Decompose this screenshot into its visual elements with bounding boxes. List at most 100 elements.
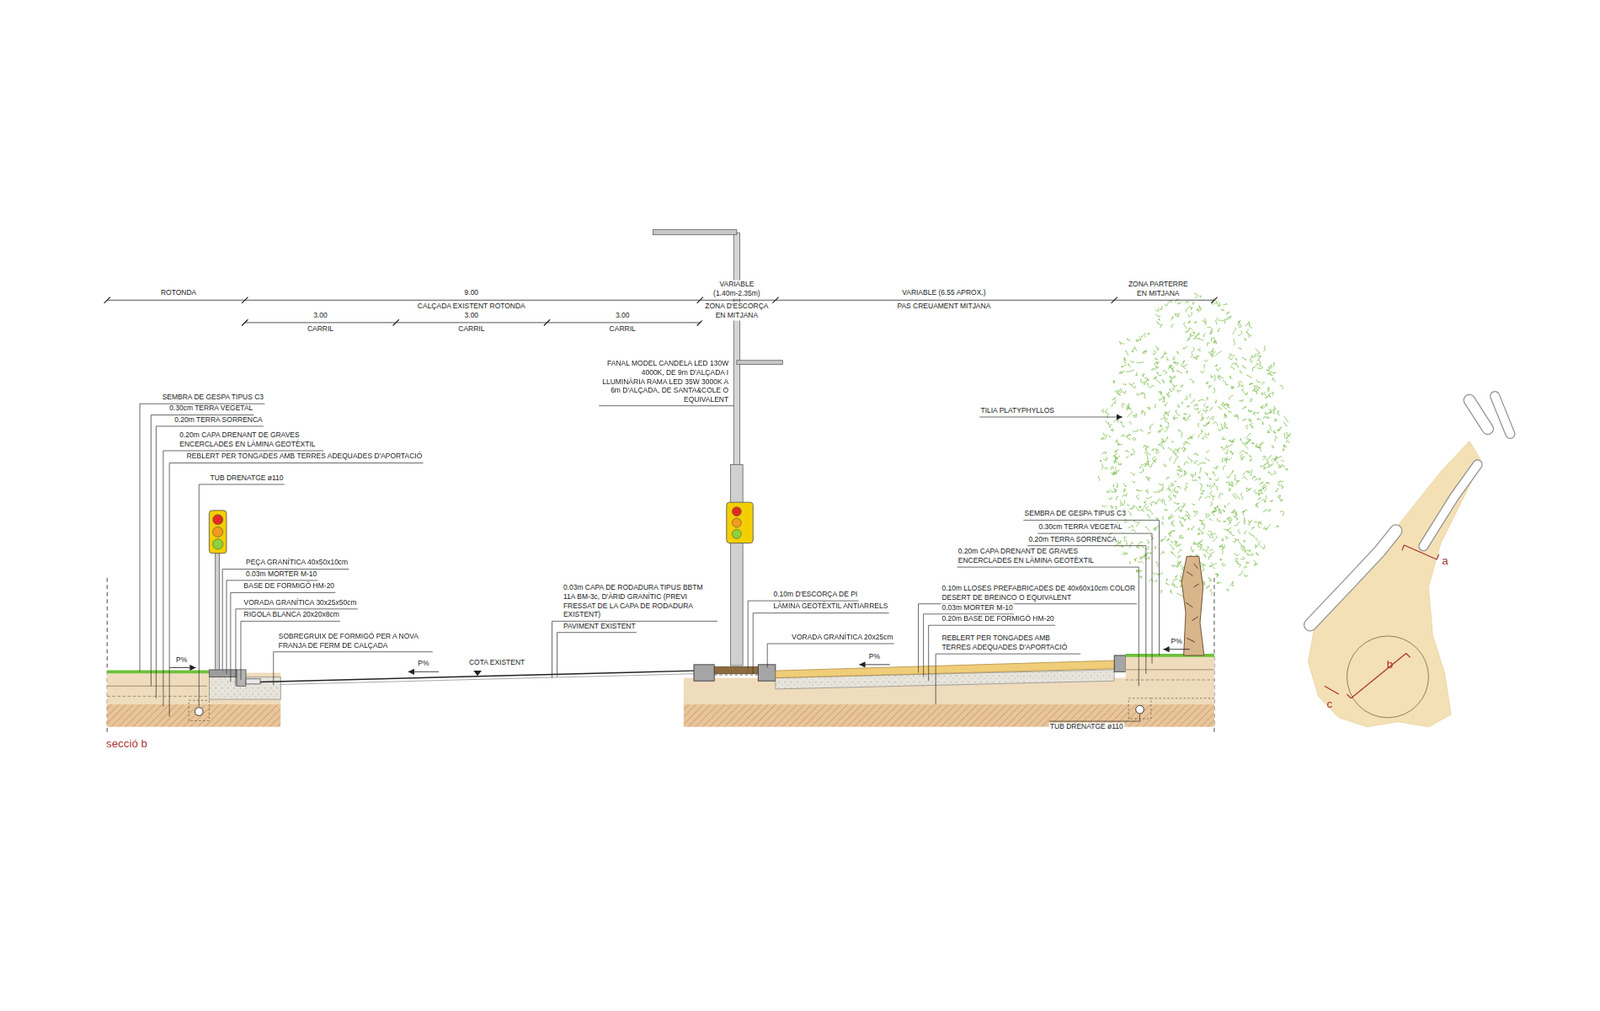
leaf-stroke	[1168, 364, 1171, 370]
leaf-stroke	[1234, 552, 1240, 555]
leaf-stroke	[1267, 461, 1270, 464]
leaf-stroke	[1216, 581, 1222, 584]
leaf-stroke	[1258, 541, 1264, 550]
leaf-stroke	[1156, 346, 1159, 351]
leaf-stroke	[1106, 490, 1110, 493]
leaf-stroke	[1164, 418, 1169, 426]
annotation-label: 0.30cm TERRA VEGETAL	[1037, 522, 1124, 533]
layer-line	[106, 685, 208, 687]
leaf-stroke	[1221, 457, 1223, 462]
leaf-stroke	[1264, 459, 1268, 466]
leaf-stroke	[1276, 426, 1282, 431]
leaf-stroke	[1176, 592, 1184, 597]
leaf-stroke	[1171, 482, 1174, 486]
leaf-stroke	[1270, 364, 1272, 369]
leaf-stroke	[1249, 357, 1253, 363]
leaf-stroke	[1153, 527, 1158, 530]
leaf-stroke	[1161, 440, 1166, 443]
leaf-stroke	[1120, 545, 1124, 547]
leaf-stroke	[1188, 320, 1191, 324]
leaf-stroke	[1200, 492, 1205, 495]
leaf-stroke	[1210, 551, 1215, 556]
road-outline	[1310, 530, 1397, 624]
leaf-stroke	[1215, 485, 1218, 491]
leaf-stroke	[1136, 372, 1138, 376]
leaf-stroke	[1198, 432, 1202, 438]
drain-layer	[1151, 697, 1215, 699]
leaf-stroke	[1203, 435, 1208, 438]
leaf-stroke	[1136, 340, 1139, 342]
leaf-stroke	[1267, 387, 1270, 390]
leader-line	[163, 450, 324, 707]
leaf-stroke	[1207, 484, 1211, 486]
leaf-stroke	[1221, 446, 1223, 449]
leaf-stroke	[1123, 488, 1126, 492]
leaf-stroke	[1262, 484, 1266, 490]
leaf-stroke	[1213, 387, 1216, 394]
leaf-stroke	[1101, 504, 1108, 507]
slope-arrow	[169, 666, 197, 668]
leaf-stroke	[1120, 500, 1121, 507]
leaf-stroke	[1109, 489, 1117, 492]
leaf-stroke	[1209, 329, 1212, 334]
leaf-stroke	[1178, 429, 1180, 432]
leaf-stroke	[1139, 505, 1142, 508]
leaf-stroke	[1231, 362, 1236, 366]
leaf-stroke	[1146, 406, 1152, 411]
leaf-stroke	[1258, 489, 1262, 492]
leaf-stroke	[1101, 451, 1107, 454]
leaf-stroke	[1180, 384, 1184, 388]
leaf-stroke	[1256, 552, 1259, 555]
leaf-stroke	[1177, 389, 1182, 393]
leaf-stroke	[1176, 543, 1180, 547]
leaf-stroke	[1246, 560, 1251, 564]
leaf-stroke	[1170, 589, 1174, 594]
leaf-stroke	[1185, 514, 1191, 520]
leaf-stroke	[1209, 347, 1214, 353]
leaf-stroke	[1169, 456, 1173, 461]
leaf-stroke	[1218, 510, 1222, 514]
leaf-stroke	[1139, 556, 1142, 560]
leaf-stroke	[1246, 424, 1249, 429]
leaf-stroke	[1182, 363, 1188, 367]
leaf-stroke	[1108, 435, 1110, 437]
leaf-stroke	[1251, 441, 1255, 444]
leaf-stroke	[1249, 383, 1254, 384]
leaf-stroke	[1210, 589, 1213, 596]
leaf-stroke	[1168, 515, 1175, 519]
leaf-stroke	[1268, 508, 1271, 512]
leaf-stroke	[1154, 404, 1158, 408]
leaf-stroke	[1272, 408, 1275, 411]
leaf-stroke	[1104, 420, 1109, 424]
leaf-stroke	[1130, 472, 1136, 475]
leaf-stroke	[1114, 439, 1120, 444]
leaf-stroke	[1227, 442, 1234, 448]
leaf-stroke	[1185, 370, 1189, 374]
leaf-stroke	[1241, 389, 1245, 394]
leaf-stroke	[1243, 517, 1246, 520]
leaf-stroke	[1232, 469, 1234, 473]
leaf-stroke	[1277, 410, 1280, 416]
leaf-stroke	[1262, 455, 1265, 460]
leaf-stroke	[1152, 376, 1157, 379]
leaf-stroke	[1190, 546, 1194, 553]
leaf-stroke	[1113, 471, 1117, 475]
leaf-stroke	[1264, 495, 1267, 503]
annotation-label: 0.20m CAPA DRENANT DE GRAVES ENCERCLADES…	[957, 547, 1115, 566]
leaf-stroke	[1247, 553, 1250, 555]
leaf-stroke	[1252, 366, 1255, 372]
granite-curb	[236, 669, 246, 686]
leaf-stroke	[1198, 347, 1201, 352]
leaf-stroke	[1170, 316, 1174, 321]
leaf-stroke	[1258, 497, 1262, 501]
leaf-stroke	[1160, 305, 1163, 310]
leaf-stroke	[1164, 351, 1168, 354]
leaf-stroke	[1204, 359, 1208, 363]
leaf-stroke	[1244, 321, 1249, 327]
leaf-stroke	[1270, 463, 1274, 466]
annotation-label: LÀMINA GEOTÈXTIL ANTIARRELS	[772, 602, 889, 612]
leaf-stroke	[1103, 457, 1108, 461]
leaf-stroke	[1189, 474, 1194, 478]
leaf-stroke	[1231, 484, 1234, 487]
leaf-stroke	[1244, 337, 1247, 341]
